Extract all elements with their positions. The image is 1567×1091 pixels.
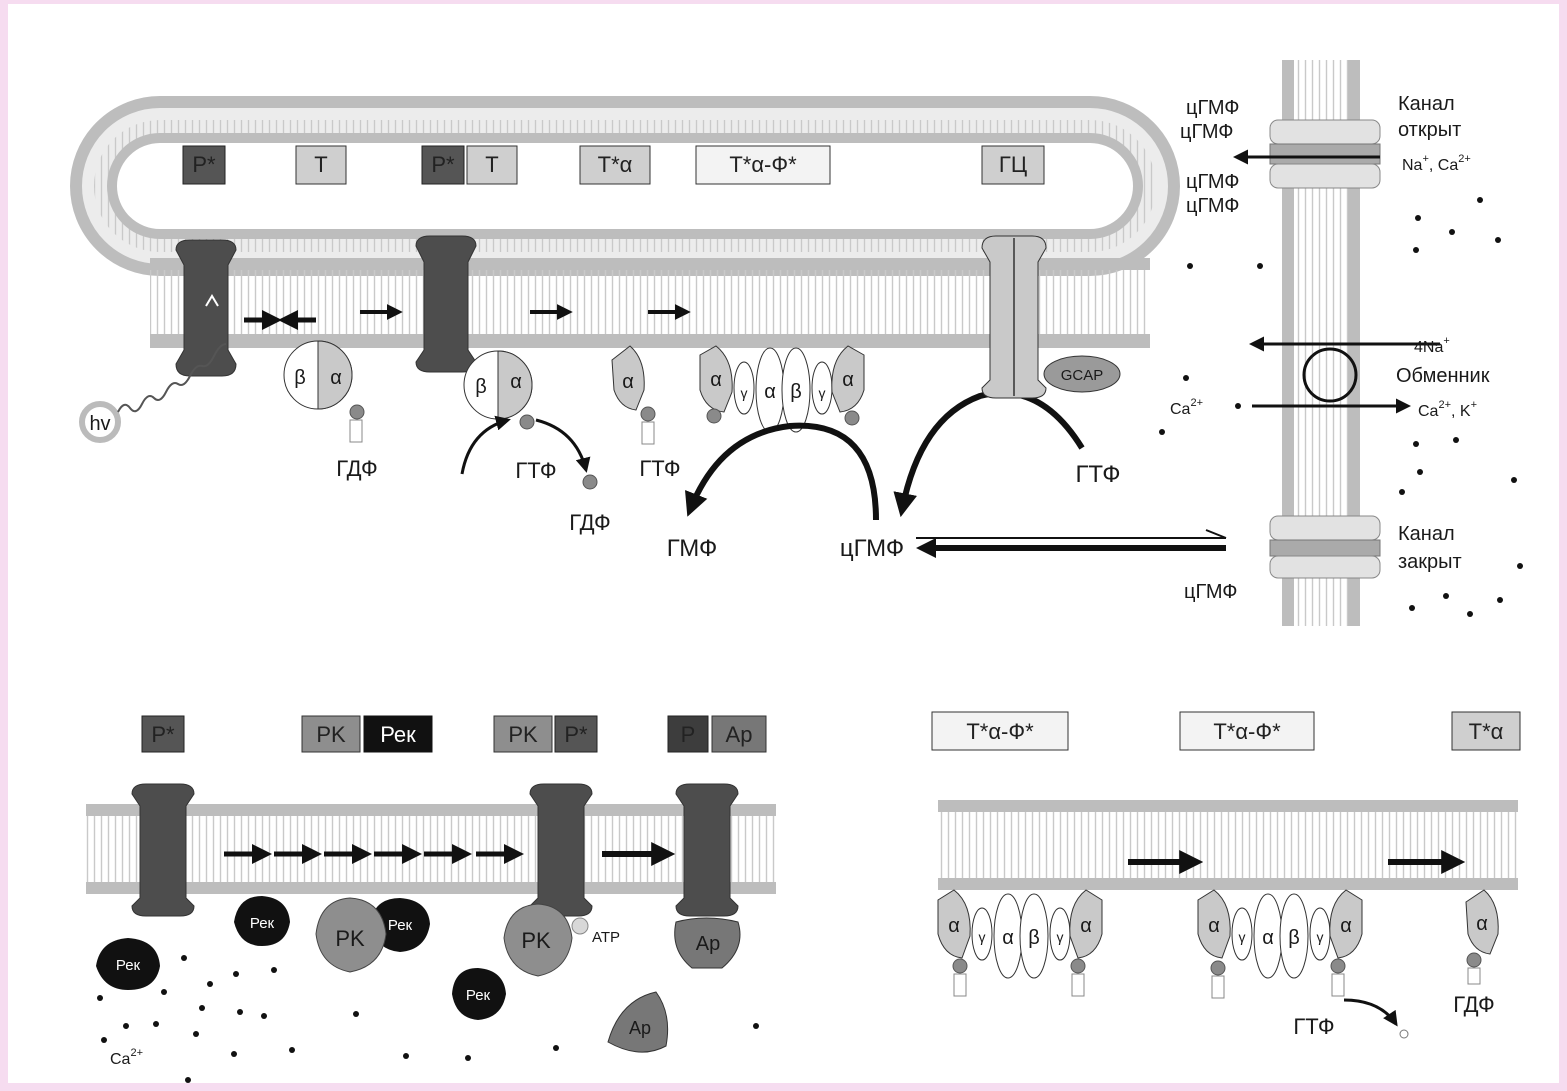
exchanger-label: Обменник [1396,365,1490,387]
bottom-left-boxes: P* PK Рек PK P* P Ар [142,716,766,752]
cgmp-label: цГМФ [840,535,904,562]
gamma-label: γ [741,385,748,401]
box-label: P [681,722,696,747]
box-label: T*α [598,152,633,177]
channel-open-label: открыт [1398,119,1461,141]
box-label: T [485,152,498,177]
box-label: P* [192,152,216,177]
alpha-label: α [1080,915,1092,937]
box-label: T [314,152,327,177]
bottom-left-membrane [86,804,776,894]
gamma-label: γ [1317,929,1324,945]
box-label: PK [316,722,346,747]
ca-label: Ca2+ [110,1047,143,1068]
ca-k-label: Ca2+, K+ [1418,399,1477,420]
alpha-label: α [1476,913,1488,935]
beta-label: β [1028,927,1040,949]
channel-closed-label: закрыт [1398,551,1462,573]
bottom-right-boxes: T*α-Ф* T*α-Ф* T*α [932,712,1520,750]
pde-complex: α α β α γ γ [700,346,864,432]
recoverin-label: Рек [116,957,141,974]
box-label: P* [431,152,455,177]
transducin-alpha-gtp: α ГТФ [612,346,681,481]
kinase-label: PK [521,928,551,953]
cgmp-label: цГМФ [1186,195,1239,217]
alpha-label: α [842,369,854,391]
box-label: ГЦ [999,152,1027,177]
alpha-label: α [710,369,722,391]
arrestin: Ар Ар [608,918,740,1052]
transducin-1: β α ГДФ [284,341,378,481]
box-label: PK [508,722,538,747]
box-label: P* [564,722,588,747]
rhodopsin-2 [416,236,476,372]
alpha-label: α [1340,915,1352,937]
box-label: T*α-Ф* [1213,719,1281,744]
cgmp-label: цГМФ [1186,171,1239,193]
kinase-label: PK [335,926,365,951]
beta-label: β [790,381,802,403]
bottom-right-membrane [938,800,1518,890]
gtp-label: ГТФ [515,458,556,483]
gtp-label: ГТФ [639,456,680,481]
gdp-label: ГДФ [1453,992,1495,1017]
recoverin-label: Рек [388,917,413,934]
gamma-label: γ [1057,929,1064,945]
beta-label: β [1288,927,1300,949]
box-label: Ар [726,722,753,747]
cgmp-label: цГМФ [1180,121,1233,143]
arrestin-label: Ар [696,933,720,955]
box-label: T*α-Ф* [729,152,797,177]
channel-closed-label: Канал [1398,523,1455,545]
gamma-label: γ [819,385,826,401]
pde-complex-3: α γ α β γ α ГТФ [1198,890,1408,1039]
box-label: T*α [1469,719,1504,744]
recoverin-label: Рек [250,915,275,932]
alpha-label: α [330,367,342,389]
alpha-label: α [1208,915,1220,937]
cgmp-label: цГМФ [1184,581,1237,603]
transducin-2: β α ГТФ ГДФ [462,351,611,535]
gdp-label: ГДФ [569,510,611,535]
gmp-label: ГМФ [667,535,717,562]
box-label: P* [151,722,175,747]
box-label: Рек [380,722,416,747]
hv-label: hv [89,413,110,435]
gcap-label: GCAP [1061,367,1104,384]
cgmp-hydrolysis-arrows: ГМФ цГМФ ГТФ [667,393,1121,562]
gdp-label: ГДФ [336,456,378,481]
rhodopsin-1 [176,240,236,376]
gamma-label: γ [1239,929,1246,945]
cgmp-equilibrium-arrow [916,530,1226,558]
alpha-label: α [1262,927,1274,949]
exchanger-na-label: 4Na+ [1414,335,1450,356]
atp-label: ATP [592,929,620,946]
na-ca-label: Na+, Ca2+ [1402,153,1471,174]
gtp-label: ГТФ [1293,1014,1334,1039]
beta-label: β [294,367,306,389]
gamma-label: γ [979,929,986,945]
recoverin-label: Рек [466,987,491,1004]
arrestin-label: Ар [629,1018,651,1038]
alpha-label: α [764,381,776,403]
cgmp-label: цГМФ [1186,97,1239,119]
alpha-label: α [510,371,522,393]
box-label: T*α-Ф* [966,719,1034,744]
cng-channel-open [1236,120,1380,188]
beta-label: β [475,376,487,398]
ca-in-label: Ca2+ [1170,397,1203,418]
alpha-label: α [948,915,960,937]
gtp-label: ГТФ [1075,461,1120,488]
pde-complex-2: α γ α β γ α [938,890,1102,996]
transducin-alpha-gdp: α ГДФ [1453,890,1498,1017]
alpha-label: α [1002,927,1014,949]
alpha-label: α [622,371,634,393]
channel-open-label: Канал [1398,93,1455,115]
